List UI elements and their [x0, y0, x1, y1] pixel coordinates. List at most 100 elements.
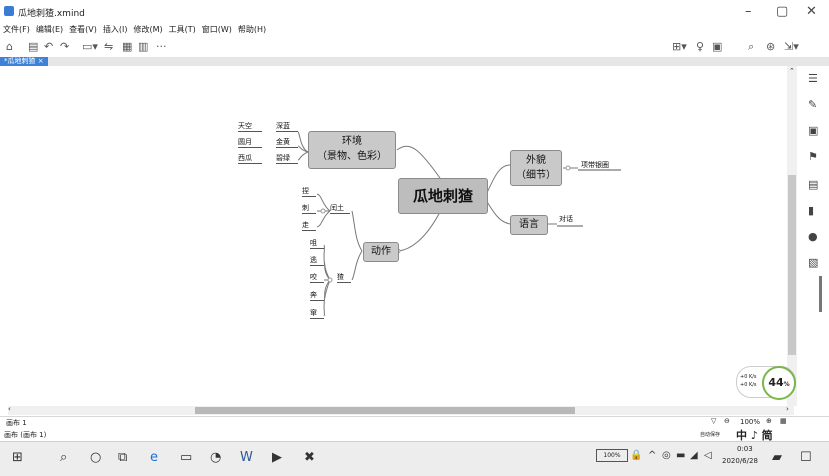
- root-topic[interactable]: 瓜地刺猹: [398, 178, 488, 214]
- layout-icon[interactable]: ⊞▾: [672, 40, 687, 53]
- topic-language[interactable]: 语言: [510, 215, 548, 235]
- word-icon[interactable]: W: [240, 450, 253, 465]
- menu-edit[interactable]: 编辑(E): [35, 25, 64, 34]
- tab-strip: [0, 58, 829, 66]
- redo-icon[interactable]: ↷: [60, 40, 70, 53]
- panel-resize-handle[interactable]: [819, 276, 822, 312]
- maximize-button[interactable]: ▢: [776, 4, 789, 19]
- comment-icon[interactable]: ●: [808, 230, 818, 243]
- scroll-left-icon[interactable]: ‹: [8, 405, 11, 413]
- volume-icon[interactable]: ◁: [704, 450, 712, 461]
- sheet-tab[interactable]: 画布 1: [6, 419, 27, 427]
- task-view-icon[interactable]: ⧉: [118, 450, 128, 465]
- network-icon[interactable]: ◎: [662, 450, 671, 461]
- env-item-sky[interactable]: 天空: [238, 121, 262, 132]
- start-icon[interactable]: ⊞: [12, 450, 23, 465]
- menu-window[interactable]: 窗口(W): [201, 25, 232, 34]
- menu-view[interactable]: 查看(V): [69, 25, 97, 34]
- topic-environment[interactable]: 环境 （景物、色彩）: [308, 131, 396, 169]
- fit-icon[interactable]: ▦: [780, 417, 787, 425]
- search-icon[interactable]: ⌕: [748, 40, 755, 53]
- mindmap-canvas[interactable]: [8, 66, 794, 406]
- action-runtu[interactable]: 闰土: [330, 203, 350, 214]
- clock-app-icon[interactable]: ◔: [210, 450, 222, 465]
- flag-icon[interactable]: ⚑: [808, 150, 818, 163]
- battery-indicator[interactable]: 100%: [596, 449, 628, 462]
- runtu-verb-3[interactable]: 走: [302, 220, 316, 231]
- menu-modify[interactable]: 修改(M): [133, 25, 163, 34]
- env-item-moon[interactable]: 圆月: [238, 137, 262, 148]
- save-icon[interactable]: ▤: [28, 40, 39, 53]
- clock-date[interactable]: 2020/6/28: [722, 457, 758, 465]
- scroll-right-icon[interactable]: ›: [786, 405, 789, 413]
- topic-icon[interactable]: ▭▾: [82, 40, 98, 53]
- memory-percent-ring: 44%: [762, 366, 796, 400]
- note-icon[interactable]: ▮: [808, 204, 815, 217]
- menu-insert[interactable]: 插入(I): [102, 25, 128, 34]
- image-icon[interactable]: ▣: [808, 124, 819, 137]
- zoom-in-icon[interactable]: ⊕: [766, 417, 772, 425]
- format-icon[interactable]: ☰: [808, 72, 818, 85]
- home-icon[interactable]: ⌂: [6, 40, 13, 53]
- menu-tools[interactable]: 工具(T): [168, 25, 196, 34]
- topic-appearance[interactable]: 外貌 （细节）: [510, 150, 562, 186]
- wifi-icon[interactable]: ◢: [690, 450, 698, 461]
- export-icon[interactable]: ⇲▾: [784, 40, 799, 53]
- brush-icon[interactable]: ✎: [808, 98, 818, 111]
- outline-icon[interactable]: ▤: [808, 178, 819, 191]
- xmind-taskbar-icon[interactable]: ✖: [304, 450, 315, 465]
- vertical-scroll-thumb[interactable]: [788, 175, 796, 355]
- menu-help[interactable]: 帮助(H): [237, 25, 267, 34]
- topic-appearance-title: 外貌: [526, 155, 546, 166]
- appearance-detail[interactable]: 项带银圈: [581, 161, 609, 169]
- summary-icon[interactable]: ▥: [138, 40, 149, 53]
- presentation-icon[interactable]: ▣: [712, 40, 723, 53]
- ime-indicator[interactable]: 中 ♪ 简: [736, 429, 773, 442]
- tray-expand-icon[interactable]: ^: [648, 450, 657, 461]
- relationship-icon[interactable]: ⇋: [104, 40, 114, 53]
- topic-action[interactable]: 动作: [363, 242, 399, 262]
- scroll-up-icon[interactable]: ⌃: [789, 67, 795, 75]
- language-detail[interactable]: 对话: [559, 215, 573, 223]
- taskbar-search-icon[interactable]: ⌕: [60, 450, 68, 465]
- share-icon[interactable]: ⊛: [766, 40, 776, 53]
- cha-verb-4[interactable]: 奔: [310, 290, 324, 301]
- more-icon[interactable]: ···: [156, 40, 167, 53]
- cha-verb-5[interactable]: 窜: [310, 308, 324, 319]
- autosave-label[interactable]: 自动保存: [700, 432, 721, 438]
- marker-icon[interactable]: ♀: [696, 40, 705, 53]
- action-cha[interactable]: 猹: [337, 272, 351, 283]
- horizontal-scroll-thumb[interactable]: [195, 407, 575, 414]
- media-icon[interactable]: ▶: [272, 450, 282, 465]
- filter-icon[interactable]: ▽: [711, 417, 717, 425]
- runtu-verb-2[interactable]: 刺: [302, 203, 316, 214]
- notification-icon[interactable]: ☐: [800, 450, 812, 465]
- task-icon[interactable]: ▧: [808, 256, 819, 269]
- zoom-out-icon[interactable]: ⊖: [724, 417, 730, 425]
- minimize-button[interactable]: –: [745, 4, 752, 19]
- action-center-icon[interactable]: ▰: [772, 450, 782, 465]
- close-button[interactable]: ✕: [806, 4, 817, 19]
- env-item-melon[interactable]: 西瓜: [238, 153, 262, 164]
- env-item-sky-color[interactable]: 深蓝: [276, 121, 298, 132]
- zoom-level[interactable]: 100%: [740, 418, 761, 426]
- clock-time[interactable]: 0:03: [737, 445, 753, 453]
- topic-environment-title: 环境: [342, 136, 362, 147]
- keyboard-icon[interactable]: ▬: [676, 450, 686, 461]
- tab-document[interactable]: *瓜地刺猹 ×: [0, 57, 48, 66]
- menu-file[interactable]: 文件(F): [3, 25, 30, 34]
- boundary-icon[interactable]: ▦: [122, 40, 133, 53]
- env-item-moon-color[interactable]: 金黄: [276, 137, 298, 148]
- cha-verb-1[interactable]: 咀: [310, 238, 324, 249]
- lock-icon[interactable]: 🔒: [630, 450, 643, 461]
- sheet-bar: 画布 1 ▽ ⊖ 100% ⊕ ▦: [0, 416, 829, 427]
- explorer-icon[interactable]: ▭: [180, 450, 193, 465]
- undo-icon[interactable]: ↶: [44, 40, 54, 53]
- cha-verb-3[interactable]: 咬: [310, 272, 324, 283]
- cha-verb-2[interactable]: 逃: [310, 255, 324, 266]
- edge-icon[interactable]: e: [150, 450, 158, 465]
- runtu-verb-1[interactable]: 捏: [302, 186, 316, 197]
- cortana-icon[interactable]: ○: [90, 450, 102, 465]
- taskbar: [0, 441, 829, 476]
- env-item-melon-color[interactable]: 碧绿: [276, 153, 298, 164]
